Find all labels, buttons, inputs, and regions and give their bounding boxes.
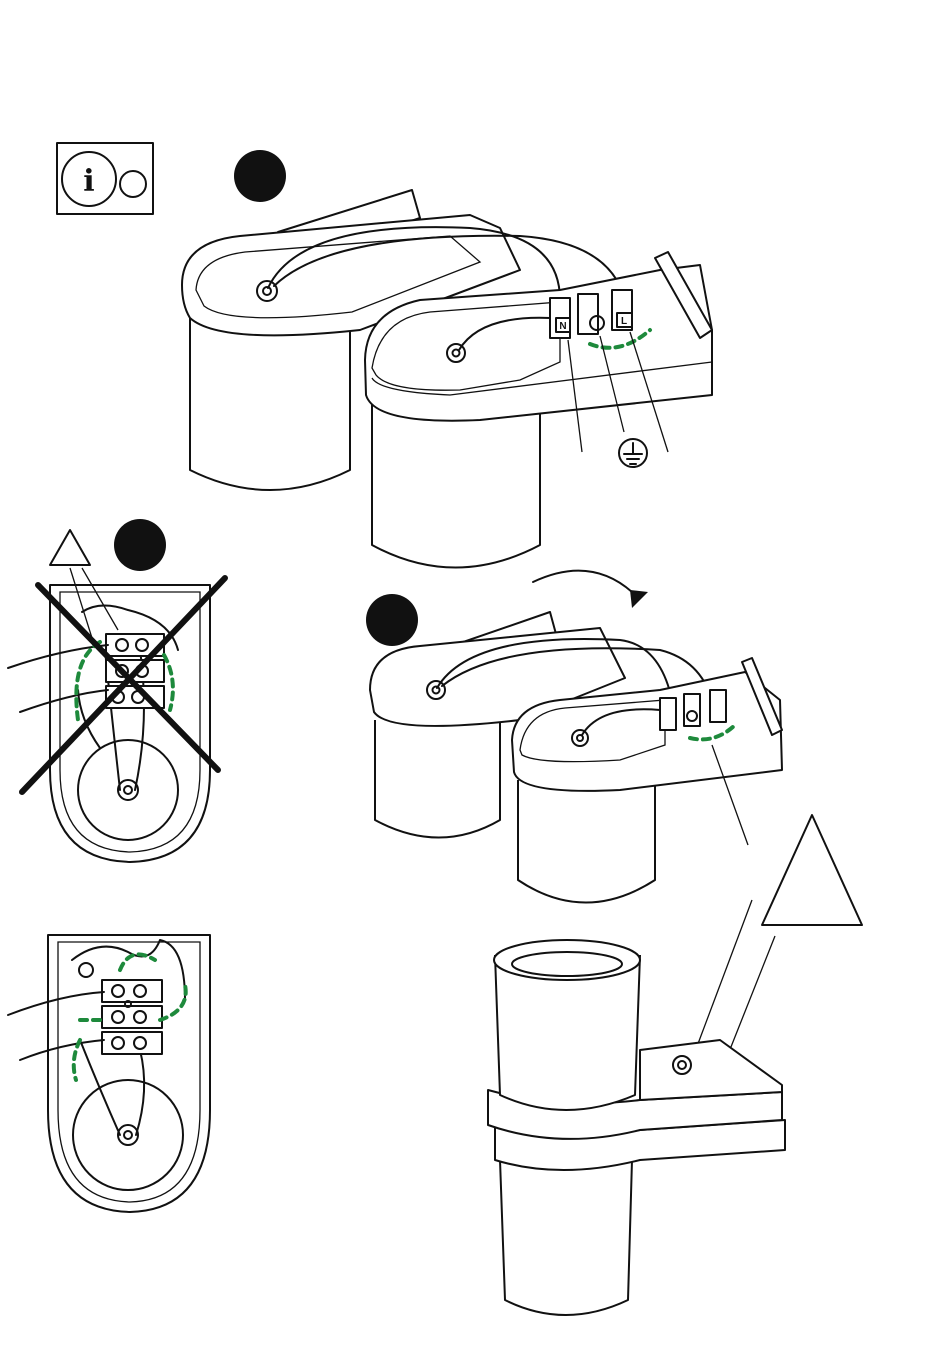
figure-fixture-upright bbox=[488, 940, 785, 1315]
terminal-label-n: N bbox=[559, 321, 566, 332]
backplate-wrong bbox=[50, 585, 210, 862]
info-glyph: i bbox=[83, 164, 94, 199]
mount-box bbox=[640, 1040, 782, 1100]
lower-shade bbox=[500, 1160, 632, 1315]
info-icon: i bbox=[62, 152, 116, 206]
rotate-arrow-icon bbox=[533, 571, 648, 608]
figure-fixture-open-top: N L bbox=[182, 190, 712, 568]
terminal-label-l: L bbox=[621, 316, 627, 327]
info-box: i bbox=[57, 143, 153, 214]
figure-correct-wiring bbox=[8, 935, 210, 1212]
warning-triangle-icon-small bbox=[50, 530, 90, 565]
figure-incorrect-wiring bbox=[8, 530, 225, 862]
info-box-frame bbox=[57, 143, 153, 214]
earth-ground-icon bbox=[619, 439, 647, 467]
info-small-circle bbox=[120, 171, 146, 197]
warning-triangle-icon bbox=[762, 815, 862, 925]
step-marker-2 bbox=[114, 519, 166, 571]
step-marker-3 bbox=[366, 594, 418, 646]
backplate-correct bbox=[48, 935, 210, 1212]
step-marker-1 bbox=[234, 150, 286, 202]
